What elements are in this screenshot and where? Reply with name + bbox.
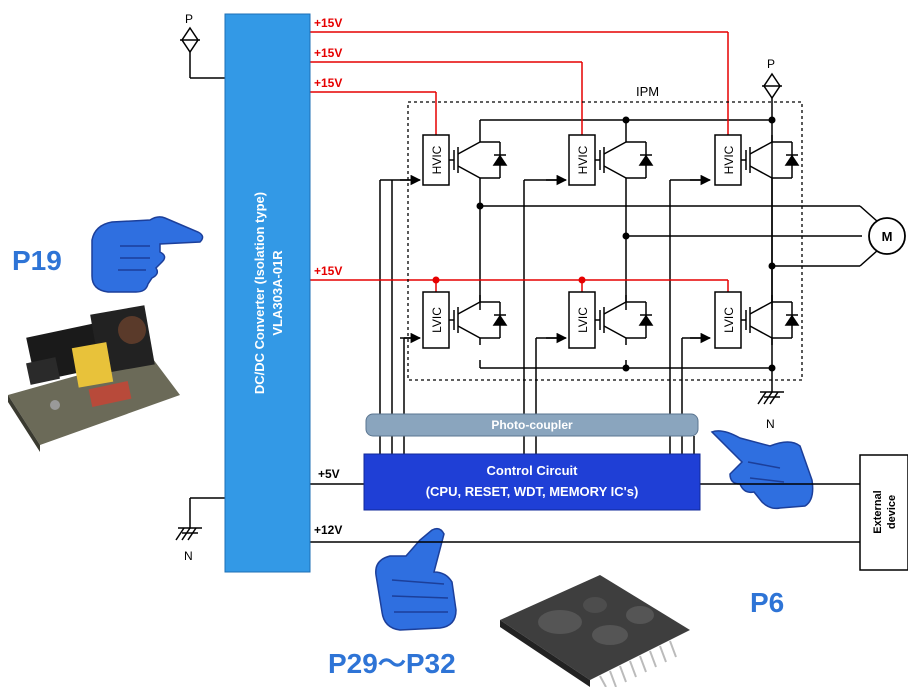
lvic-label-3: LVIC bbox=[722, 307, 736, 333]
pointing-hand-icon-p6 bbox=[710, 430, 814, 510]
hvic-label-2: HVIC bbox=[576, 145, 590, 174]
rail-15v-label-2: +15V bbox=[314, 46, 342, 60]
ref-p19-label: P19 bbox=[12, 245, 62, 276]
igbt-switches bbox=[449, 135, 800, 345]
terminal-p-right-label: P bbox=[767, 57, 775, 71]
rail-15v-label-4: +15V bbox=[314, 264, 342, 278]
rail-15v-label-3: +15V bbox=[314, 76, 342, 90]
converter-model: VLA303A-01R bbox=[270, 250, 285, 336]
ipm-module-photo bbox=[500, 575, 690, 687]
control-circuit-subtitle: (CPU, RESET, WDT, MEMORY IC's) bbox=[426, 484, 639, 499]
rail-15v-label-1: +15V bbox=[314, 16, 342, 30]
control-circuit-title: Control Circuit bbox=[487, 463, 579, 478]
ref-p6-label: P6 bbox=[750, 587, 784, 618]
photo-coupler-label: Photo-coupler bbox=[491, 418, 573, 432]
red-15v-wiring bbox=[310, 31, 729, 292]
ref-p29-p32-label: P29～P32 bbox=[328, 648, 456, 679]
hvic-blocks bbox=[422, 134, 742, 186]
hvic-label-3: HVIC bbox=[722, 145, 736, 174]
rail-5v-label: +5V bbox=[318, 467, 340, 481]
external-device-block bbox=[859, 454, 908, 571]
motor-label: M bbox=[882, 229, 893, 244]
gate-arrows bbox=[400, 174, 712, 344]
photo-coupler-block bbox=[365, 413, 699, 437]
pointing-hand-icon-p19 bbox=[91, 216, 204, 293]
ground-icons bbox=[175, 391, 784, 541]
pointing-hand-icon-p29 bbox=[375, 527, 457, 631]
power-terminal-icons bbox=[180, 26, 782, 100]
terminal-p-left-label: P bbox=[185, 12, 193, 26]
ipm-label: IPM bbox=[636, 84, 659, 99]
rail-12v-label: +12V bbox=[314, 523, 342, 537]
ipm-boundary bbox=[407, 101, 803, 381]
dcdc-module-photo bbox=[8, 305, 180, 452]
lvic-label-2: LVIC bbox=[576, 307, 590, 333]
terminal-n-right-label: N bbox=[766, 417, 775, 431]
control-circuit-block bbox=[363, 453, 701, 511]
external-device-line2: device bbox=[886, 495, 898, 529]
lvic-label-1: LVIC bbox=[430, 307, 444, 333]
terminal-n-left-label: N bbox=[184, 549, 193, 563]
converter-title: DC/DC Converter (Isolation type) bbox=[252, 192, 267, 394]
external-device-line1: External bbox=[872, 490, 884, 533]
motor-icon bbox=[868, 217, 906, 255]
dcdc-converter-block bbox=[224, 13, 311, 573]
hvic-label-1: HVIC bbox=[430, 145, 444, 174]
